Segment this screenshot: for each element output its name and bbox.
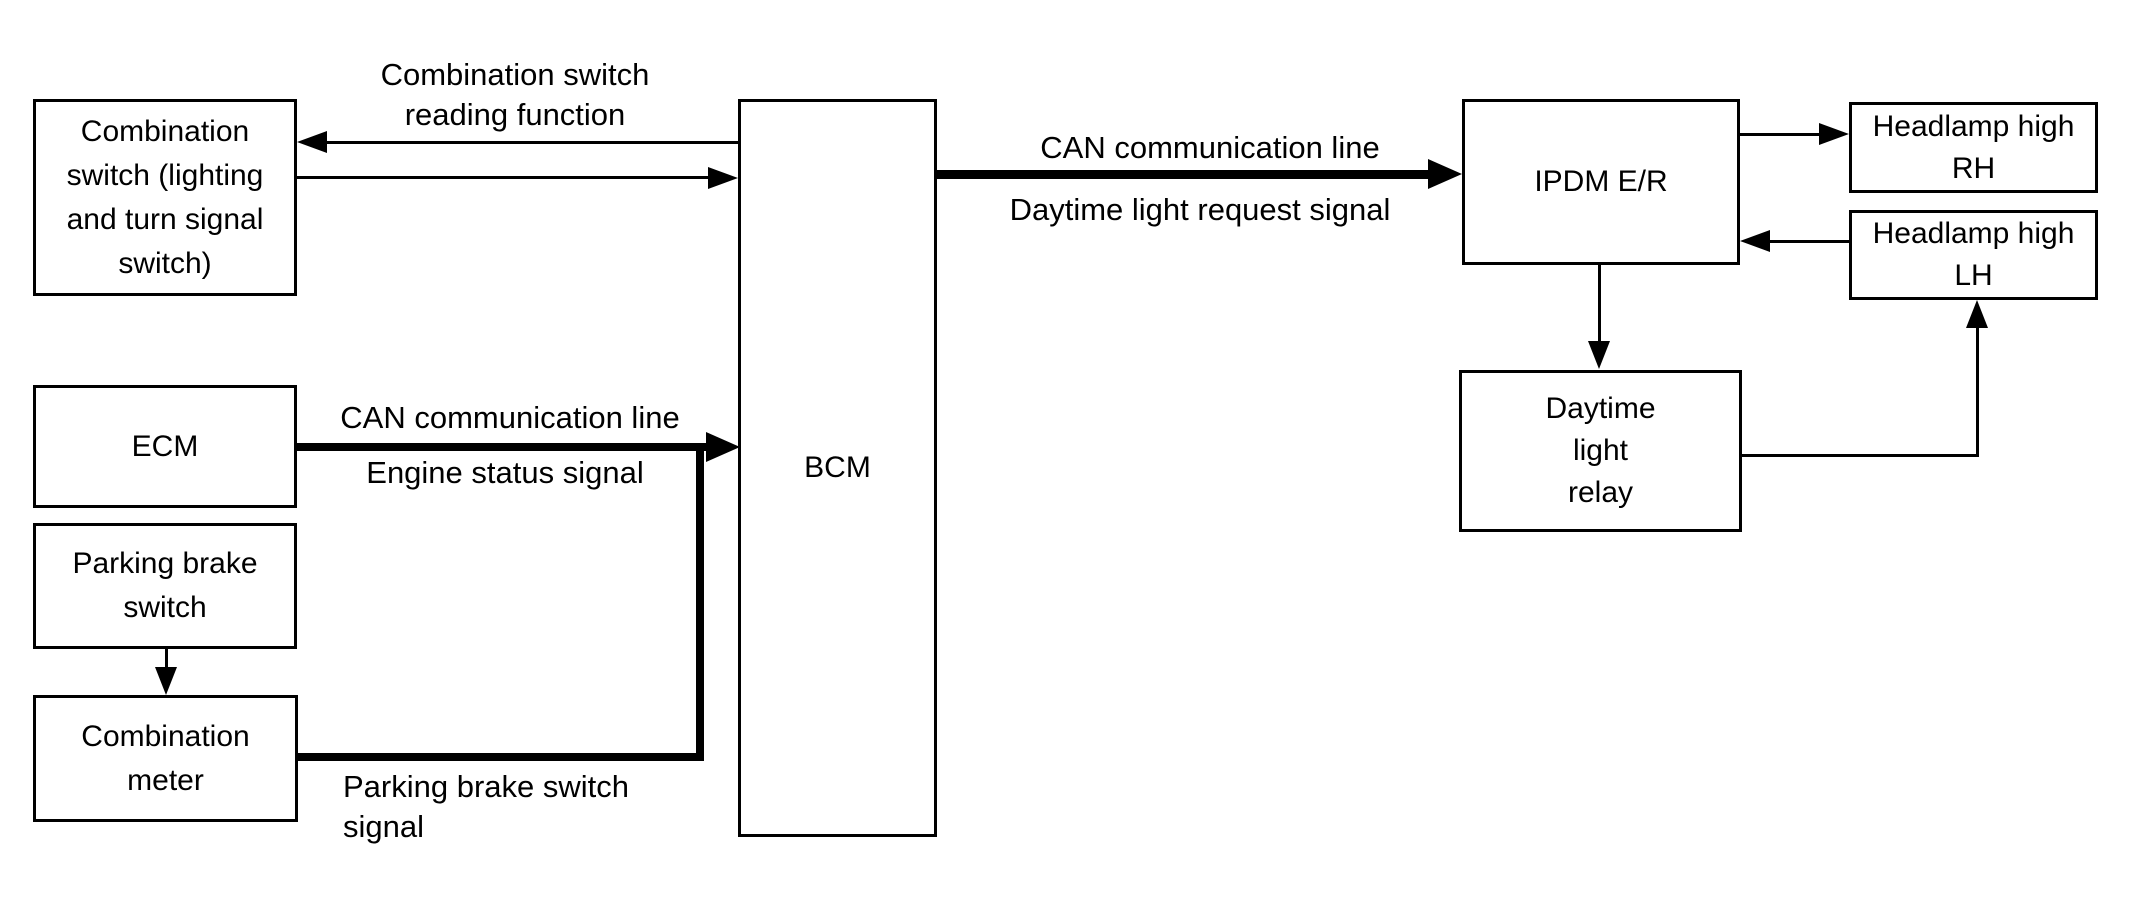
arrowhead-into-bcm-upper [708, 167, 738, 189]
line-ipdm-to-headlamp-rh [1740, 133, 1821, 136]
parking-brake-switch-label: Parking brake switch [72, 547, 258, 624]
headlamp-high-rh-box: Headlamp high RH [1849, 102, 2098, 193]
bcm-box: BCM [738, 99, 937, 837]
line-relay-to-lh-vertical [1976, 326, 1979, 457]
combination-switch-reading-label: Combination switch reading function [380, 57, 650, 132]
bcm-label: BCM [804, 451, 871, 484]
line-parking-brake-to-meter [165, 649, 168, 671]
line-combination-meter-signal-vertical [696, 443, 704, 761]
headlamp-high-lh-label: Headlamp high LH [1872, 217, 2075, 292]
line-ipdm-to-relay [1598, 265, 1601, 343]
ecm-bcm-can-line-label: CAN communication line [340, 400, 680, 435]
parking-brake-switch-box: Parking brake switch [33, 523, 297, 649]
line-relay-to-lh-horizontal [1742, 454, 1979, 457]
ecm-label: ECM [131, 429, 199, 463]
combination-meter-label: Combination meter [81, 719, 250, 797]
engine-status-signal-label: Engine status signal [366, 455, 644, 490]
line-combination-meter-signal-horizontal [298, 753, 704, 761]
arrowhead-into-combination-meter [155, 667, 177, 695]
combination-meter-box: Combination meter [33, 695, 298, 822]
arrowhead-into-relay [1588, 341, 1610, 369]
daytime-light-request-signal-label: Daytime light request signal [1009, 192, 1391, 227]
ipdm-er-box: IPDM E/R [1462, 99, 1740, 265]
arrowhead-into-headlamp-lh [1966, 300, 1988, 328]
daytime-light-relay-box: Daytime light relay [1459, 370, 1742, 532]
ecm-box: ECM [33, 385, 297, 508]
headlamp-high-rh-label: Headlamp high RH [1872, 109, 2075, 185]
arrowhead-into-bcm-can [706, 432, 740, 462]
bcm-ipdm-can-line-label: CAN communication line [1040, 130, 1380, 165]
line-combination-switch-to-bcm [297, 176, 710, 179]
line-bcm-to-ipdm-can [937, 170, 1430, 179]
line-bcm-to-combination-switch [323, 141, 738, 144]
arrowhead-into-ipdm-can [1428, 159, 1462, 189]
parking-brake-switch-signal-label: Parking brake switch signal [343, 769, 630, 844]
headlamp-high-lh-box: Headlamp high LH [1849, 210, 2098, 300]
line-ecm-to-bcm-can [297, 443, 708, 451]
daytime-light-relay-label: Daytime light relay [1545, 392, 1656, 509]
arrowhead-into-headlamp-rh [1819, 123, 1849, 145]
ipdm-er-label: IPDM E/R [1534, 165, 1668, 198]
arrowhead-into-ipdm-from-lh [1740, 230, 1770, 252]
combination-switch-label: Combination switch (lighting and turn si… [66, 114, 264, 280]
combination-switch-box: Combination switch (lighting and turn si… [33, 99, 297, 296]
line-headlamp-lh-to-ipdm [1768, 240, 1849, 243]
arrowhead-into-combination-switch [297, 131, 327, 153]
